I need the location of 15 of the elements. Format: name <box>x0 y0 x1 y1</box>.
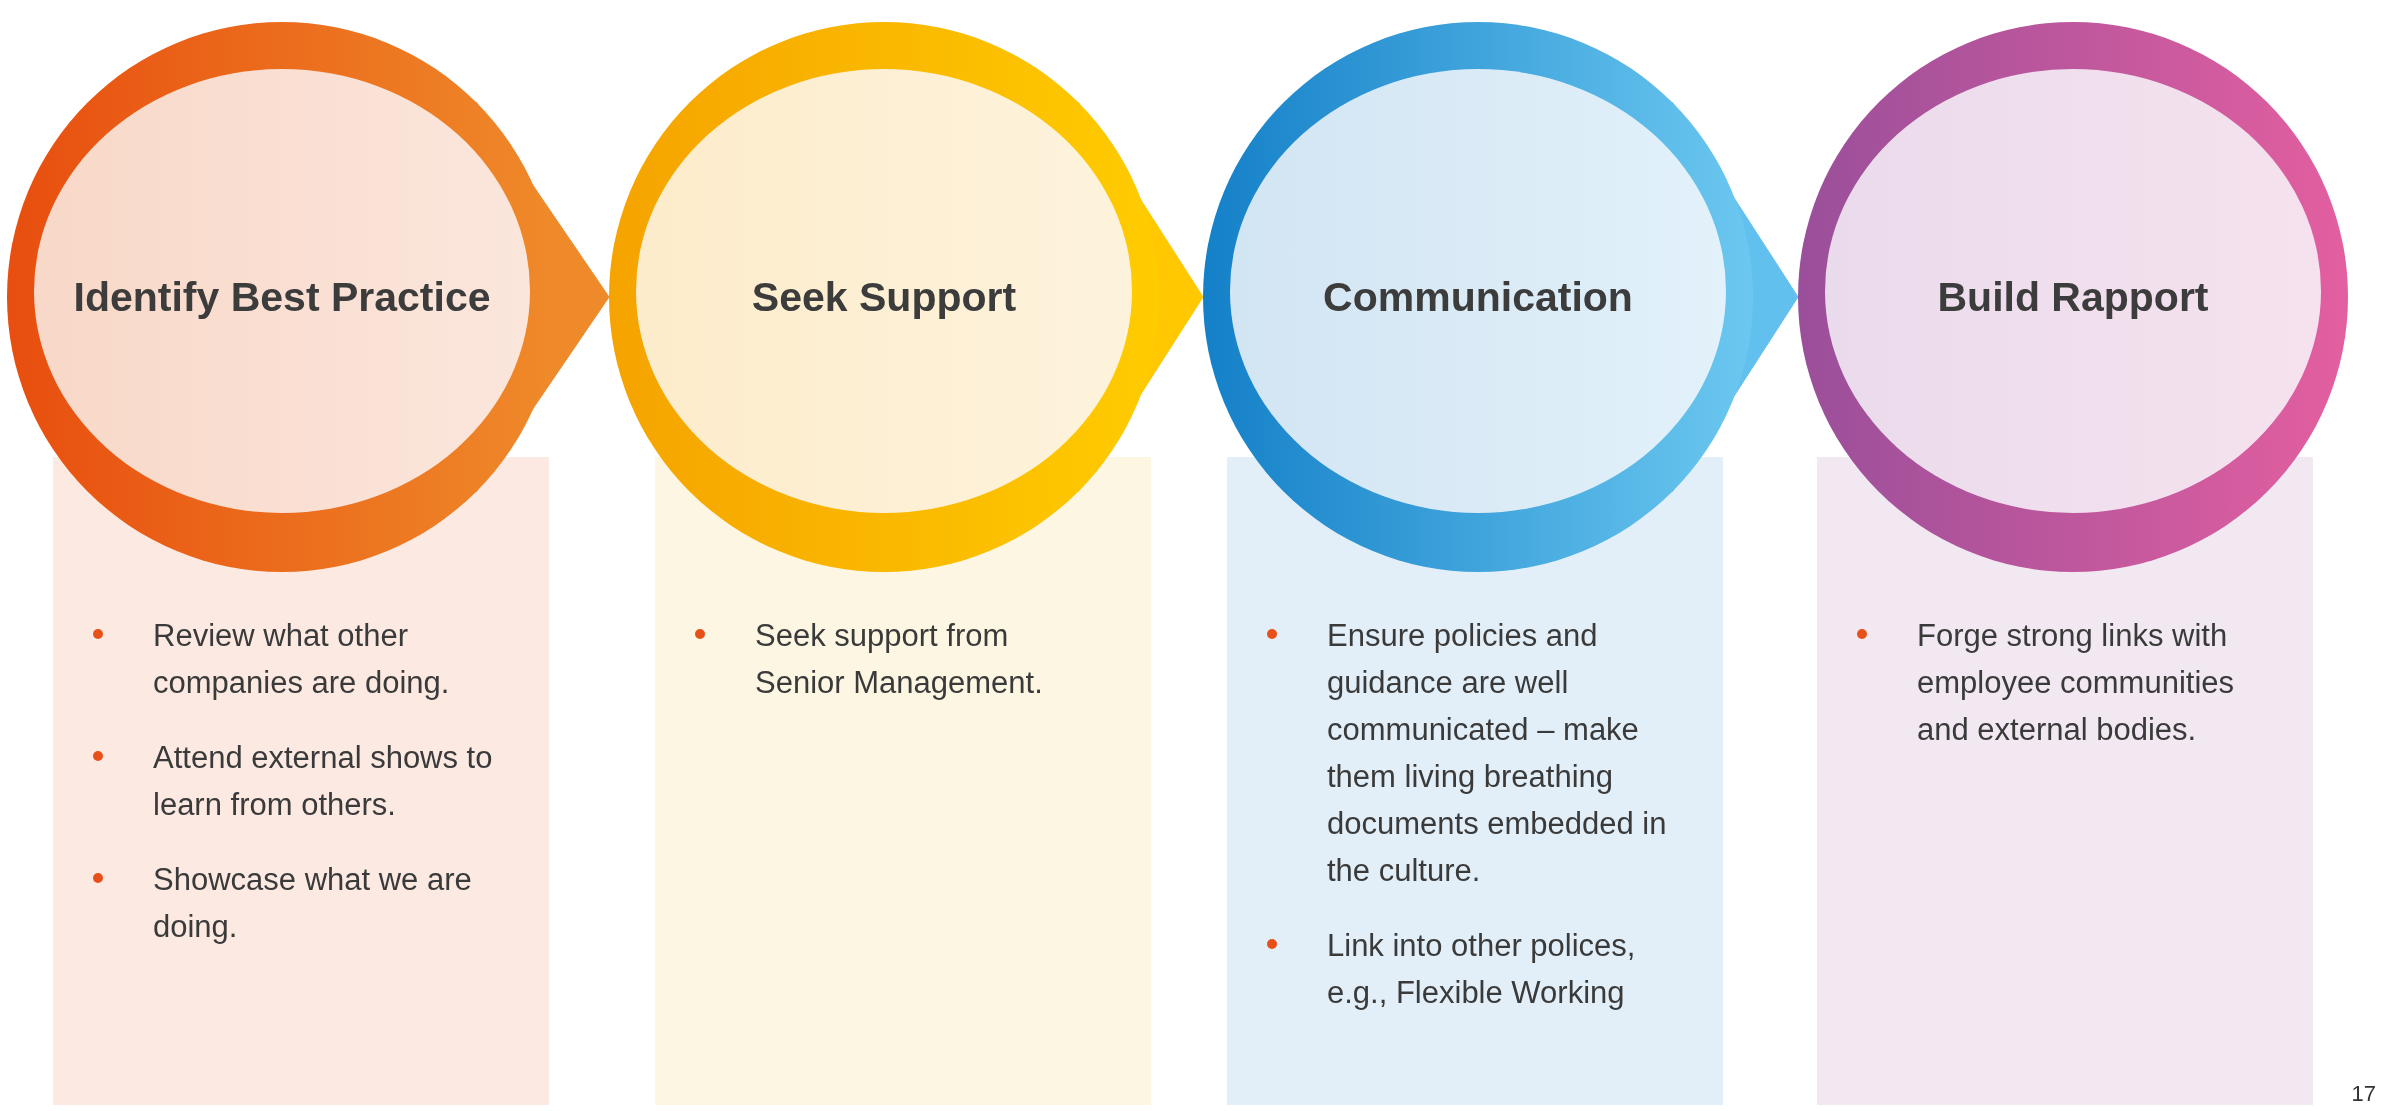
bullet-text: Showcase what we are doing. <box>153 862 472 944</box>
pointer-arrow <box>1671 102 1799 492</box>
bullet-text: Ensure policies and guidance are well communicated – make them living breathing documents embedded in the culture. <box>1327 618 1667 888</box>
step-heading: Communication <box>1323 274 1633 320</box>
pointer-arrow <box>475 102 610 492</box>
bullet-text: Forge strong links with employee communities and external bodies. <box>1917 618 2235 747</box>
bullet-text: Link into other polices, e.g., Flexible Working <box>1327 928 1636 1010</box>
step-heading: Seek Support <box>751 274 1017 320</box>
step-heading: Build Rapport <box>1937 274 2209 320</box>
step-heading: Identify Best Practice <box>73 274 491 320</box>
bullet-text: Review what other companies are doing. <box>153 618 450 700</box>
bullet-text: Seek support from Senior Management. <box>755 618 1043 700</box>
pointer-arrow <box>1077 102 1204 492</box>
page-number: 17 <box>2351 1081 2376 1107</box>
bullet-text: Attend external shows to learn from others. <box>153 740 493 822</box>
